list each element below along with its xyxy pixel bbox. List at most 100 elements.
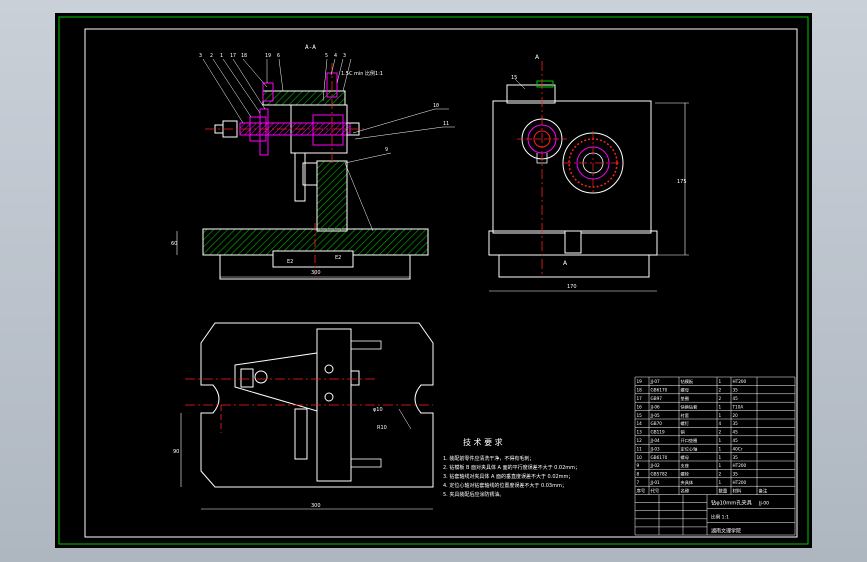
parts-cell: 10 xyxy=(637,455,643,460)
parts-header-cell: 名称 xyxy=(681,487,690,494)
parts-header-cell: 备注 xyxy=(759,487,768,494)
parts-cell: GB97 xyxy=(651,396,663,401)
parts-cell: 15 xyxy=(637,413,643,418)
parts-cell: 销 xyxy=(681,429,685,436)
parts-cell: 20 xyxy=(733,413,739,418)
svg-text:15: 15 xyxy=(511,75,517,81)
drawing-title: 钻φ10mm孔夹具 xyxy=(711,499,752,507)
parts-cell: 18 xyxy=(637,388,643,393)
svg-text:175: 175 xyxy=(677,179,687,185)
parts-cell: 螺栓 xyxy=(681,471,690,478)
svg-text:300: 300 xyxy=(311,503,321,509)
drawing-number: JJ-00 xyxy=(758,501,769,507)
tech-req-line: 1. 装配前零件应清洗干净，不得有毛刺； xyxy=(443,455,534,462)
company-name: 湖南文理学院 xyxy=(711,528,741,535)
parts-cell: 1 xyxy=(719,455,722,460)
parts-cell: 4 xyxy=(719,421,722,426)
parts-header-cell: 代号 xyxy=(651,487,660,494)
parts-cell: 45 xyxy=(733,430,739,435)
parts-cell: 1 xyxy=(719,404,722,409)
balloon: 3 xyxy=(199,53,202,59)
parts-cell: 螺母 xyxy=(681,387,689,394)
balloon: 11 xyxy=(443,121,449,127)
tech-req-line: 3. 钻套轴线对夹具体 A 面的垂直度误差不大于 0.02mm； xyxy=(443,473,573,480)
svg-text:60: 60 xyxy=(171,241,177,247)
parts-cell: JJ-02 xyxy=(650,463,660,468)
svg-text:E2: E2 xyxy=(287,259,293,265)
svg-text:90: 90 xyxy=(173,449,179,455)
parts-cell: JJ-07 xyxy=(650,379,660,384)
parts-cell: 1 xyxy=(719,438,722,443)
parts-header-cell: 材料 xyxy=(733,487,742,494)
section-label: A-A xyxy=(305,44,316,51)
balloon: 1 xyxy=(220,53,223,59)
parts-cell: HT200 xyxy=(733,463,747,468)
svg-text:E2: E2 xyxy=(335,255,341,261)
parts-cell: 19 xyxy=(637,379,643,384)
front-section-view: A-A 300 60 E2 E2 xyxy=(171,44,455,280)
parts-cell: 16 xyxy=(637,404,643,409)
parts-cell: 2 xyxy=(719,472,722,477)
parts-cell: 1 xyxy=(719,379,722,384)
view-arrow-label: A xyxy=(563,260,568,267)
parts-cell: 1 xyxy=(719,446,722,451)
parts-cell: 35 xyxy=(733,421,739,426)
parts-cell: 1 xyxy=(719,413,722,418)
inner-frame xyxy=(84,28,798,538)
parts-cell: 垫圈 xyxy=(681,395,689,402)
svg-text:φ10: φ10 xyxy=(373,407,383,413)
parts-cell: 35 xyxy=(733,472,739,477)
parts-cell: 钻模板 xyxy=(681,378,694,385)
parts-cell: HT200 xyxy=(733,379,747,384)
svg-text:R10: R10 xyxy=(377,425,387,431)
drawing-scale: 比例 1:1 xyxy=(711,514,729,521)
parts-cell: 7 xyxy=(637,480,640,485)
technical-requirements: 技 术 要 求 1. 装配前零件应清洗干净，不得有毛刺； 2. 钻模板 B 面对… xyxy=(443,437,580,498)
parts-cell: 13 xyxy=(637,430,643,435)
parts-cell: 定位心轴 xyxy=(681,445,698,452)
parts-cell: GB119 xyxy=(651,430,665,435)
parts-cell: 8 xyxy=(637,472,640,477)
parts-cell: HT200 xyxy=(733,480,747,485)
balloon: 17 xyxy=(230,53,236,59)
balloon: 10 xyxy=(433,103,439,109)
parts-header-cell: 数量 xyxy=(719,487,728,494)
parts-cell: 40Cr xyxy=(733,446,743,451)
parts-cell: JJ-05 xyxy=(650,413,660,418)
tech-req-line: 5. 夹具装配后应涂防锈油。 xyxy=(443,491,504,498)
parts-cell: T10A xyxy=(732,404,744,409)
balloon: 3 xyxy=(343,53,346,59)
parts-cell: 2 xyxy=(719,430,722,435)
parts-cell: 螺钉 xyxy=(681,420,690,427)
tech-req-title: 技 术 要 求 xyxy=(463,437,503,447)
parts-cell: 14 xyxy=(637,421,643,426)
parts-cell: GB6170 xyxy=(651,388,668,393)
parts-cell: 螺母 xyxy=(681,454,689,461)
side-view: A A 170 175 15 xyxy=(488,54,689,292)
front-note: 1.5C min 比例1:1 xyxy=(341,70,383,77)
view-arrow-label: A xyxy=(535,54,540,61)
parts-cell: 衬套 xyxy=(681,412,690,419)
parts-cell: 开口垫圈 xyxy=(681,437,698,444)
parts-cell: JJ-06 xyxy=(650,404,660,409)
svg-text:170: 170 xyxy=(567,284,577,290)
parts-cell: JJ-01 xyxy=(650,480,660,485)
parts-cell: 快换钻套 xyxy=(681,403,699,410)
parts-cell: 11 xyxy=(637,446,643,451)
parts-cell: 1 xyxy=(719,463,722,468)
parts-cell: 17 xyxy=(637,396,643,401)
balloon: 18 xyxy=(241,53,247,59)
parts-cell: 9 xyxy=(637,463,640,468)
parts-cell: GB5782 xyxy=(651,472,668,477)
tech-req-line: 4. 定位心轴对钻套轴线的位置度误差不大于 0.03mm； xyxy=(443,482,567,489)
balloon: 5 xyxy=(325,53,328,59)
parts-cell: 12 xyxy=(637,438,643,443)
balloon: 9 xyxy=(385,147,388,153)
parts-cell: 支座 xyxy=(681,462,689,469)
parts-cell: JJ-04 xyxy=(650,438,660,443)
svg-text:300: 300 xyxy=(311,270,321,276)
top-view: 300 90 φ10 R10 xyxy=(173,322,434,510)
balloon: 4 xyxy=(334,53,337,59)
